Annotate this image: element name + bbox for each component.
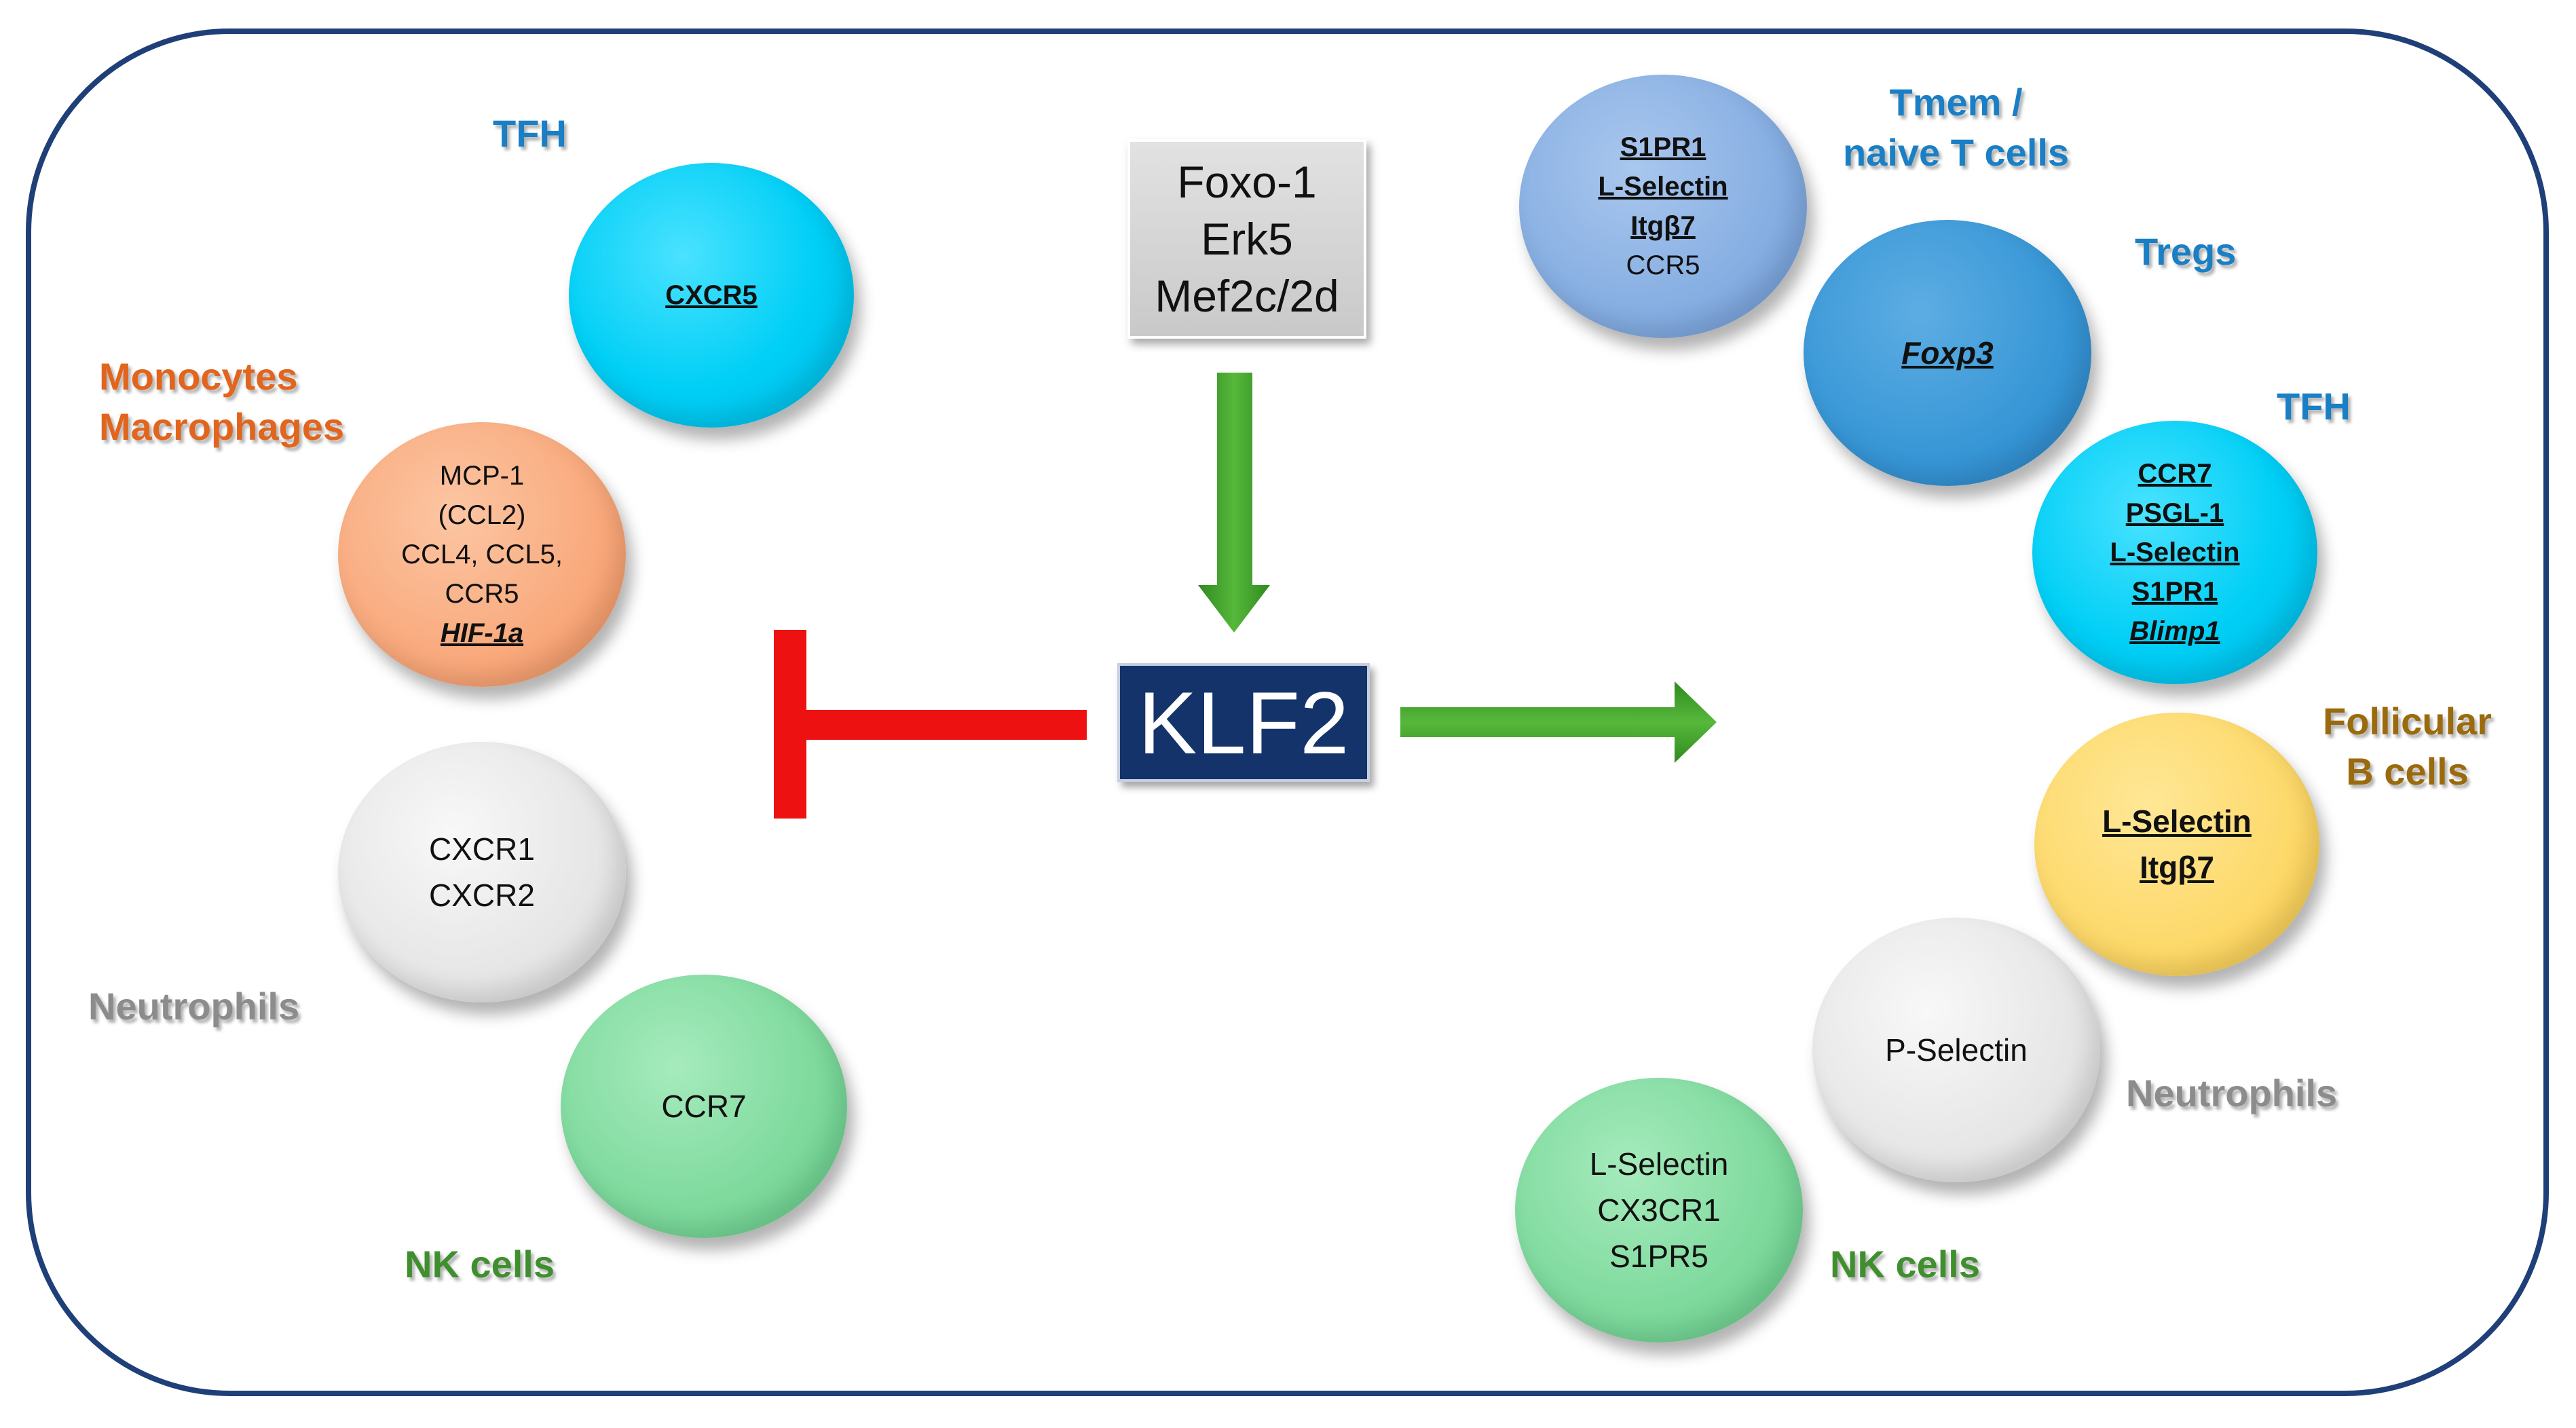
klf2-box: KLF2 (1117, 663, 1370, 782)
left-neutrophils-label: Neutrophils (88, 985, 300, 1028)
right-nk-cell: L-Selectin CX3CR1 S1PR5 (1515, 1078, 1803, 1342)
left-tfh-label: TFH (493, 112, 567, 155)
klf2-label: KLF2 (1138, 673, 1349, 772)
down-activation-arrow (1198, 373, 1270, 633)
left-nk-cell: CCR7 (561, 975, 847, 1238)
rounded-frame (26, 29, 2549, 1396)
tregs-cell: Foxp3 (1804, 220, 2091, 486)
follicular-b-cell: L-Selectin Itgβ7 (2034, 713, 2319, 976)
right-neutrophils-label: Neutrophils (2126, 1072, 2338, 1114)
tregs-label: Tregs (2135, 230, 2237, 273)
right-neutrophils-cell: P-Selectin (1812, 918, 2100, 1182)
regulator-erk5: Erk5 (1201, 214, 1293, 264)
right-tfh-cell: CCR7 PSGL-1 L-Selectin S1PR1 Blimp1 (2032, 421, 2317, 684)
left-nk-label: NK cells (405, 1243, 555, 1285)
inhibition-tee (774, 630, 806, 819)
monocytes-label: Monocytes Macrophages (99, 355, 344, 448)
left-neutrophils-cell: CXCR1 CXCR2 (338, 742, 626, 1002)
inhibition-bar (802, 710, 1087, 740)
monocytes-cell: MCP-1 (CCL2) CCL4, CCL5, CCR5 HIF-1a (338, 422, 626, 687)
regulator-foxo1: Foxo-1 (1177, 157, 1317, 207)
upstream-regulators-box: Foxo-1 Erk5 Mef2c/2d (1127, 139, 1366, 339)
right-activation-arrow (1400, 681, 1717, 763)
tmem-label: Tmem / naive T cells (1843, 81, 2070, 174)
right-nk-label: NK cells (1830, 1243, 1980, 1285)
tmem-cell: S1PR1 L-Selectin Itgβ7 CCR5 (1519, 75, 1807, 338)
follicular-b-label: Follicular B cells (2323, 700, 2492, 793)
left-tfh-cell: CXCR5 (569, 163, 854, 428)
right-tfh-label: TFH (2277, 385, 2351, 428)
regulator-mef2c: Mef2c/2d (1155, 271, 1339, 321)
